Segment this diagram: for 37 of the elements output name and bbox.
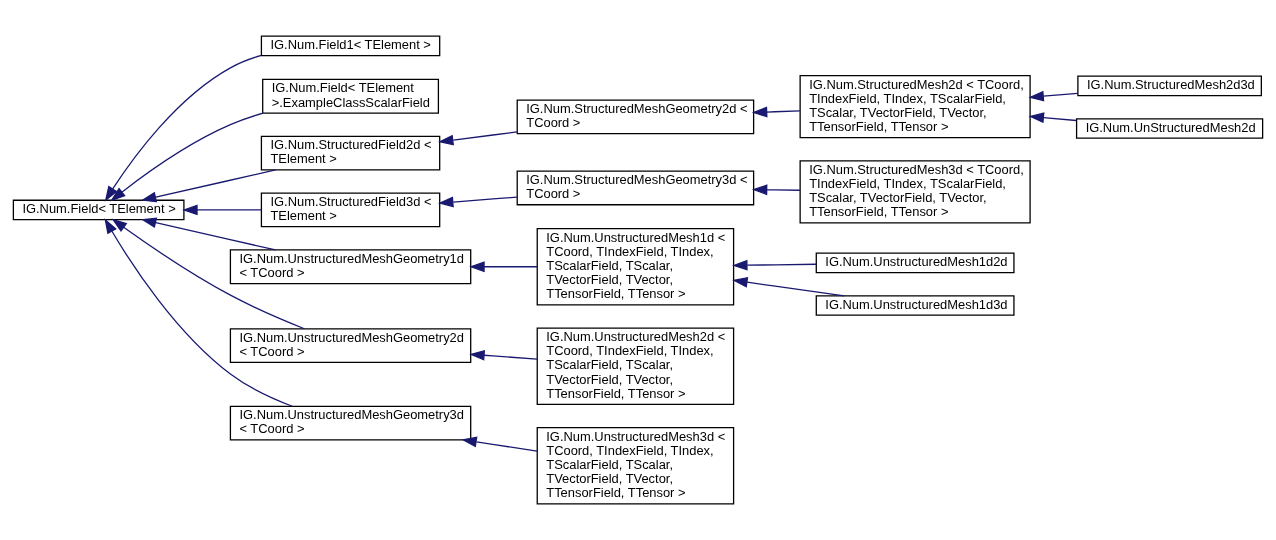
arrow <box>437 196 518 208</box>
arrow <box>1028 90 1079 102</box>
arrow <box>182 204 262 216</box>
arrow <box>104 218 293 407</box>
node-box: IG.Num.UnstructuredMesh1d2d <box>815 252 1015 274</box>
node-box: IG.Num.UnstructuredMeshGeometry3d < TCoord > <box>229 405 472 441</box>
node-box: IG.Num.StructuredMesh3d < TCoord, TIndexField, TIndex, TScalarField, TScalar, TVectorField, TVector, TTensorField, TTensor > <box>799 160 1031 224</box>
arrow <box>1028 112 1077 124</box>
node-box: IG.Num.UnstructuredMesh1d3d <box>815 295 1015 316</box>
node-box: IG.Num.UnstructuredMesh2d < TCoord, TIndexField, TIndex, TScalarField, TScalar, TVectorField, TVector, TTensorField, TTensor > <box>536 327 735 405</box>
node-box: IG.Num.UnstructuredMesh3d < TCoord, TIndexField, TIndex, TScalarField, TScalar, TVectorField, TVector, TTensorField, TTensor > <box>536 426 735 505</box>
node-box: IG.Num.UnstructuredMeshGeometry2d < TCoord > <box>229 328 472 363</box>
node-box: IG.Num.UnstructuredMesh1d < TCoord, TIndexField, TIndex, TScalarField, TScalar, TVectorField, TVector, TTensorField, TTensor > <box>536 228 735 306</box>
node-box: IG.Num.StructuredMeshGeometry2d < TCoord > <box>516 99 755 135</box>
arrow <box>140 169 277 203</box>
node-box: IG.Num.StructuredMesh2d3d <box>1077 75 1262 97</box>
arrow <box>104 54 262 202</box>
arrow <box>732 259 817 271</box>
node-box: IG.Num.Field< TElement > <box>12 199 185 221</box>
arrow <box>110 112 264 202</box>
node-box: IG.Num.UnStructuredMesh2d <box>1075 118 1264 139</box>
arrow <box>111 218 305 330</box>
arrow <box>469 261 538 273</box>
node-box: IG.Num.StructuredField3d < TElement > <box>260 192 441 228</box>
arrow <box>461 436 538 452</box>
arrow <box>469 349 538 361</box>
arrow <box>751 106 801 118</box>
arrow <box>437 131 518 146</box>
arrow <box>751 184 801 196</box>
arrow <box>732 276 845 297</box>
arrow <box>140 217 277 251</box>
node-box: IG.Num.StructuredField2d < TElement > <box>260 135 441 171</box>
node-box: IG.Num.Field< TElement >.ExampleClassScalarField <box>262 78 440 114</box>
node-box: IG.Num.UnstructuredMeshGeometry1d < TCoord > <box>229 249 472 285</box>
node-box: IG.Num.StructuredMesh2d < TCoord, TIndexField, TIndex, TScalarField, TScalar, TVectorField, TVector, TTensorField, TTensor > <box>799 74 1031 139</box>
node-box: IG.Num.Field1< TElement > <box>260 35 441 57</box>
node-box: IG.Num.StructuredMeshGeometry3d < TCoord > <box>516 170 755 206</box>
